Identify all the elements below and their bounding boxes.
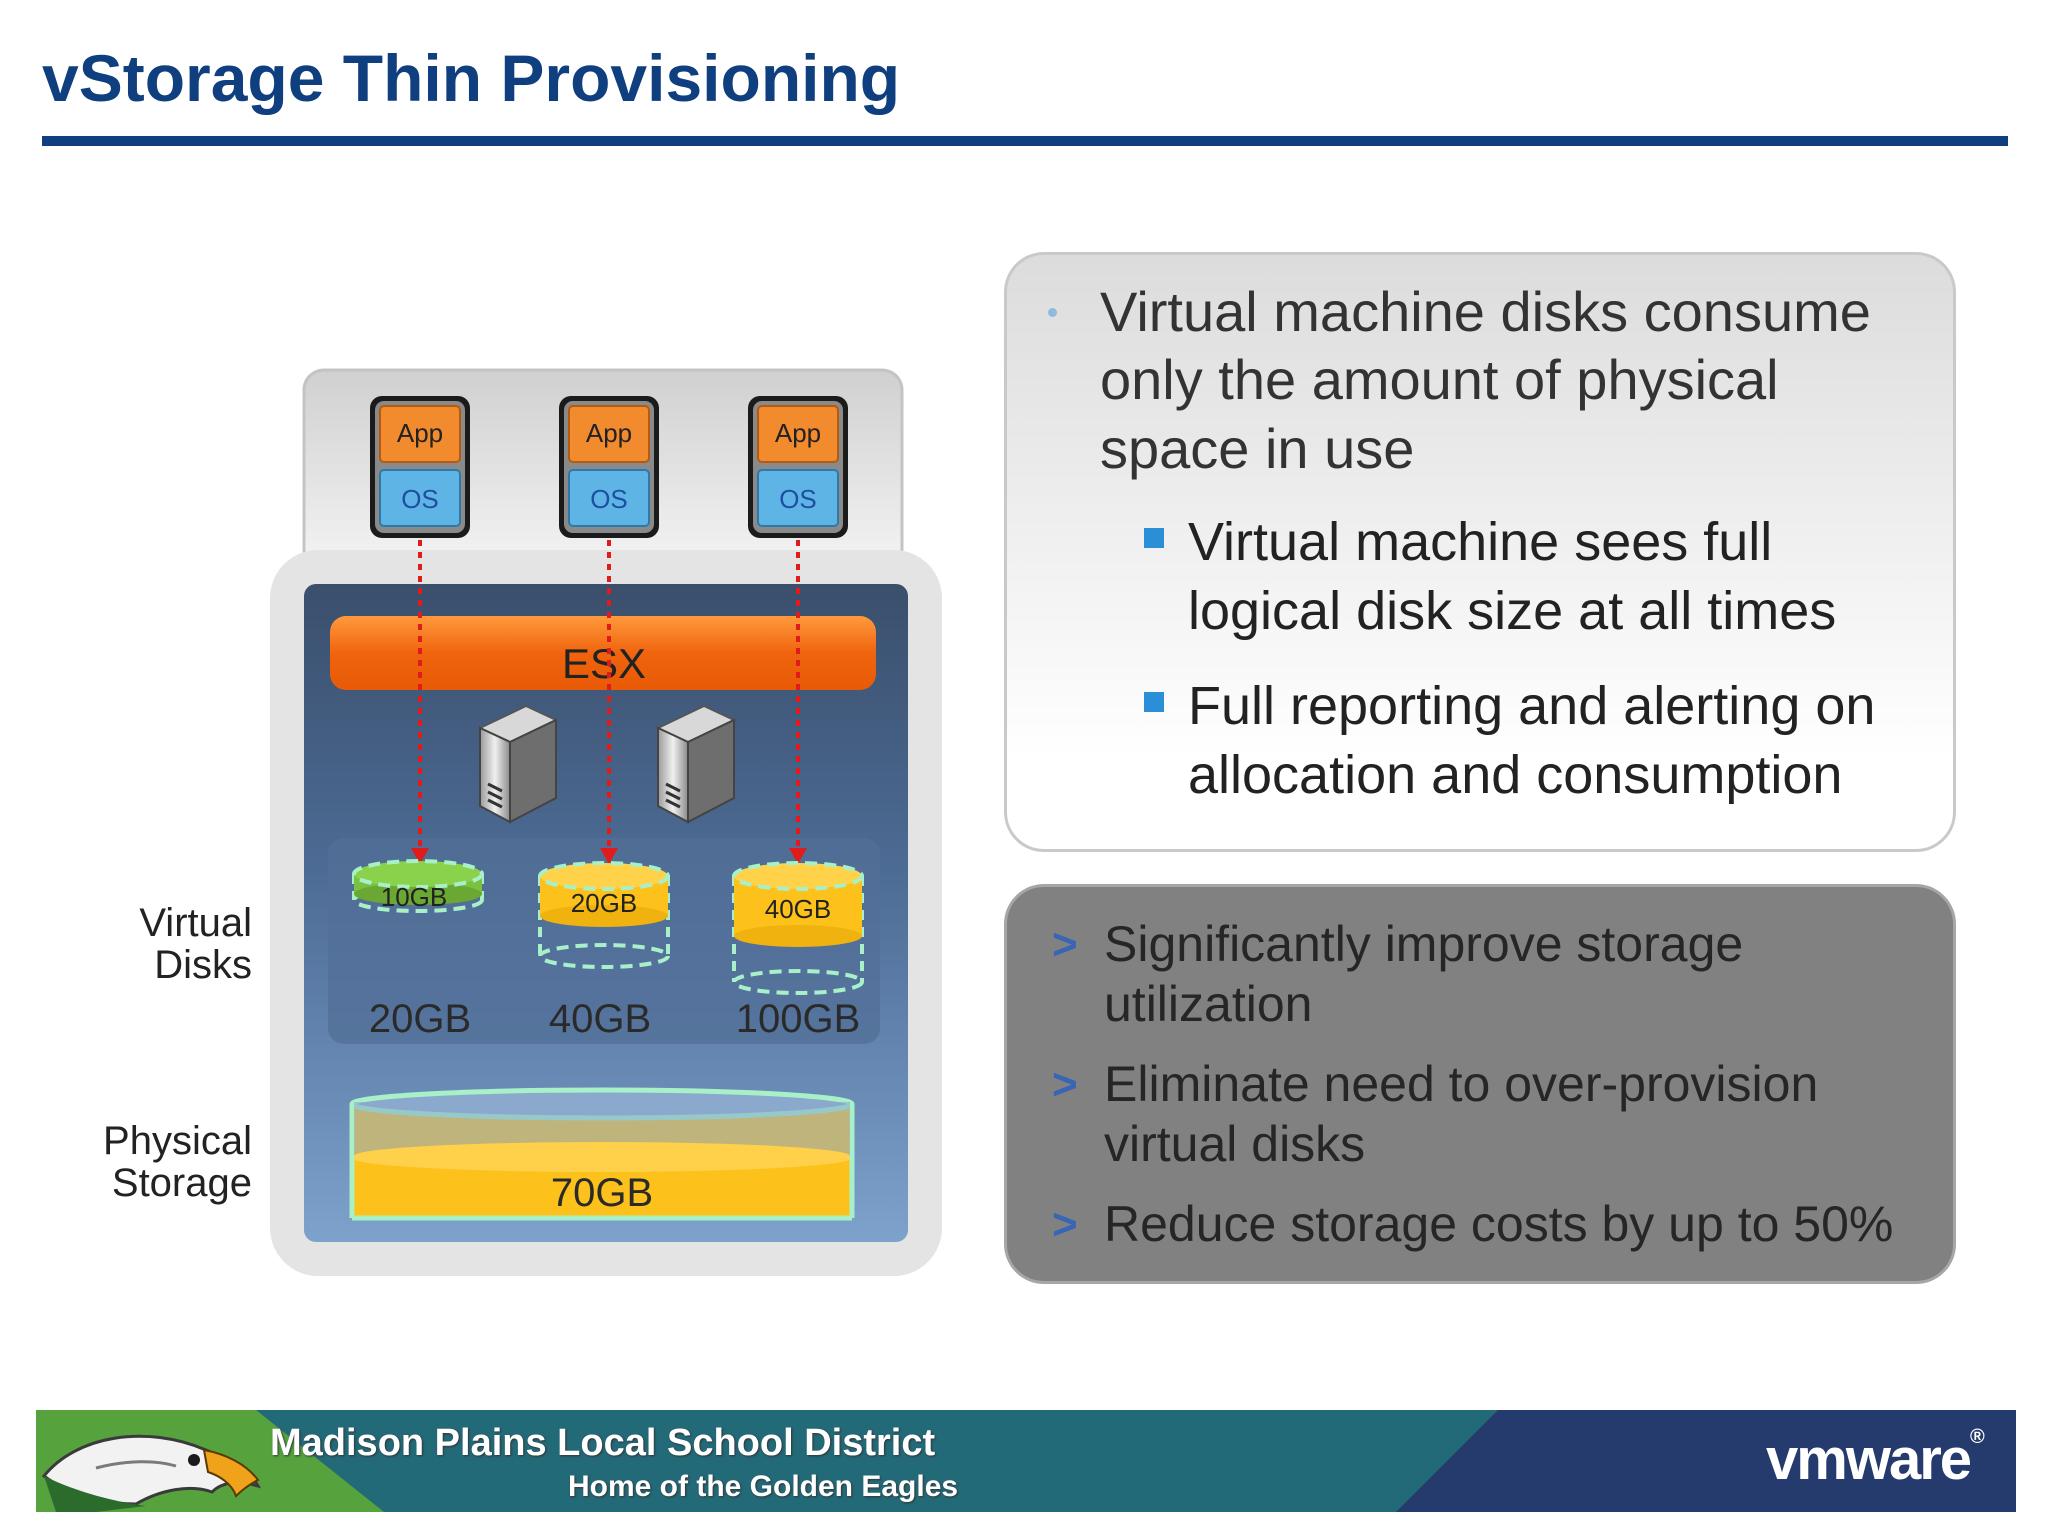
main-bullet: Virtual machine disks consume only the a… <box>1100 280 1871 480</box>
server-icon <box>655 704 737 824</box>
chevron-right-icon: > <box>1052 1060 1078 1109</box>
chevron-right-icon: > <box>1052 920 1078 969</box>
bullet-square <box>1144 528 1164 548</box>
physical-storage-value: 70GB <box>551 1171 653 1215</box>
vm-app-label: App <box>586 418 632 448</box>
bullet-dot <box>1048 308 1057 317</box>
physical-storage-cylinder: 70GB <box>349 1087 855 1221</box>
disk-used-label: 20GB <box>571 888 638 918</box>
outcome-item: Reduce storage costs by up to 50% <box>1104 1196 1894 1252</box>
sub-bullet: Full reporting and alerting on allocatio… <box>1188 676 1876 805</box>
virtual-disk-1: 10GB <box>352 859 484 913</box>
esx-bar <box>330 616 876 690</box>
title-underline <box>42 136 2008 146</box>
disk-used-label: 40GB <box>765 894 832 924</box>
virtual-disk-2: 20GB <box>538 861 670 969</box>
district-tagline: Home of the Golden Eagles <box>568 1470 959 1503</box>
vm-os-label: OS <box>401 484 439 514</box>
outcome-item: Eliminate need to over-provision virtual… <box>1104 1056 1819 1172</box>
page-title: vStorage Thin Provisioning <box>42 41 901 115</box>
disk-provisioned-label: 100GB <box>736 997 861 1041</box>
physical-storage-label: Physical Storage <box>103 1119 252 1205</box>
vm-box-3: App OS <box>748 396 848 538</box>
virtual-disk-3: 40GB <box>732 861 864 995</box>
vm-app-label: App <box>775 418 821 448</box>
virtual-disks-label: Virtual Disks <box>139 901 252 987</box>
connector-arrowheads <box>411 848 807 864</box>
vm-to-disk-connectors <box>418 540 800 852</box>
benefits-panel <box>1004 252 1956 852</box>
thin-provisioning-diagram: ESX App OS App OS <box>270 368 942 1276</box>
esx-label: ESX <box>562 640 646 687</box>
vm-app-label: App <box>397 418 443 448</box>
outcomes-panel <box>1004 884 1956 1284</box>
vm-os-label: OS <box>590 484 628 514</box>
eagle-logo-icon <box>41 1434 262 1512</box>
bullet-square <box>1144 692 1164 712</box>
vm-box-2: App OS <box>559 396 659 538</box>
outcome-item: Significantly improve storage utilizatio… <box>1104 916 1744 1032</box>
disk-used-label: 10GB <box>381 882 448 912</box>
disk-provisioned-label: 40GB <box>549 997 651 1041</box>
district-name: Madison Plains Local School District <box>270 1422 936 1464</box>
footer-banner <box>36 1410 2016 1512</box>
vm-os-label: OS <box>779 484 817 514</box>
vmware-logo: vmware® <box>1766 1426 1985 1492</box>
vm-box-1: App OS <box>370 396 470 538</box>
server-icon <box>477 704 559 824</box>
chevron-right-icon: > <box>1052 1200 1078 1249</box>
disk-provisioned-label: 20GB <box>369 997 471 1041</box>
sub-bullet: Virtual machine sees full logical disk s… <box>1188 512 1837 641</box>
